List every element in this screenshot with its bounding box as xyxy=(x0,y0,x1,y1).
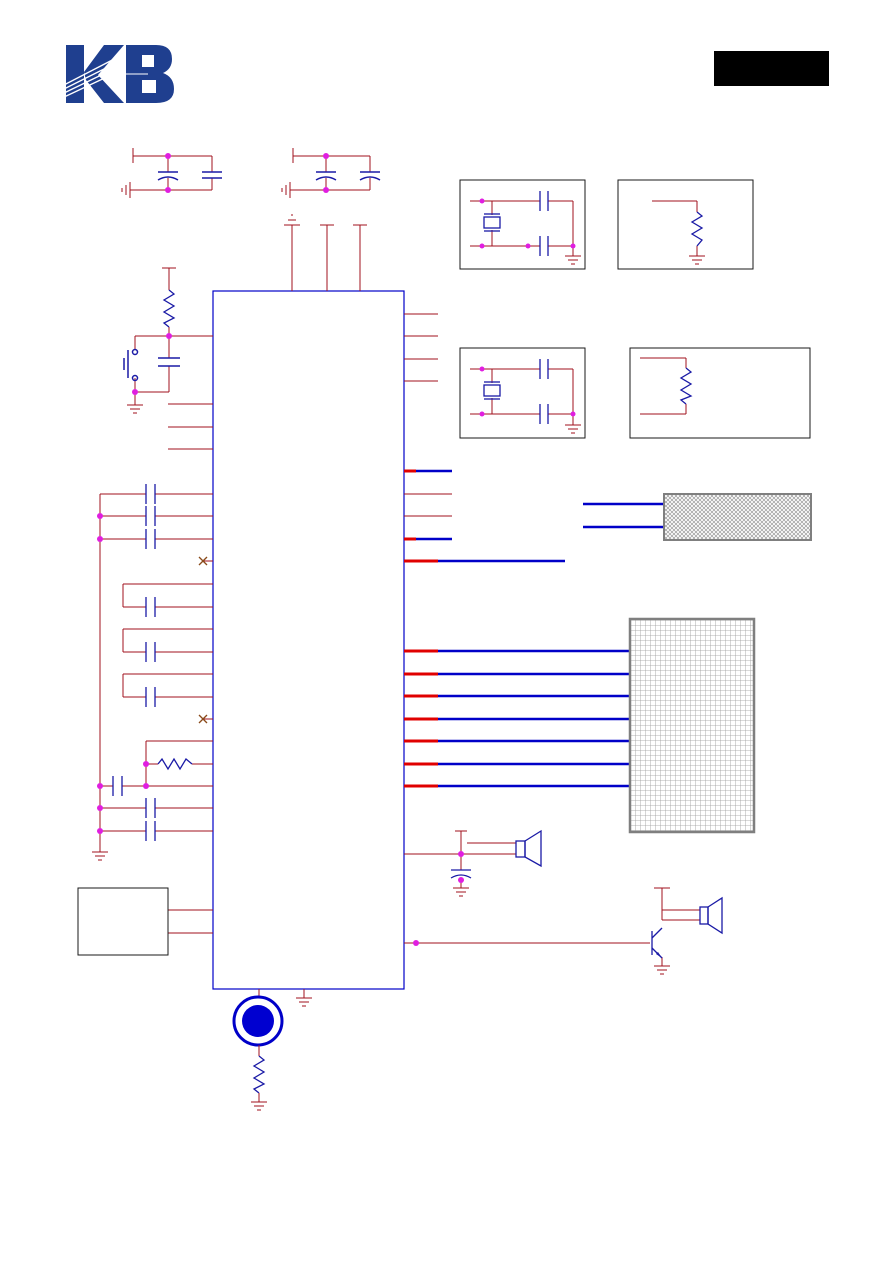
main-ic-outline xyxy=(212,290,405,990)
lcd-panel-small xyxy=(663,493,812,541)
right-upper-pins xyxy=(404,313,438,382)
buzzer-circuit xyxy=(404,829,542,897)
header-black-tag xyxy=(714,51,829,86)
left-pins xyxy=(92,403,213,934)
crystal-circuit-1 xyxy=(459,179,586,270)
speaker-driver xyxy=(404,887,723,975)
lcd-panel-large xyxy=(628,617,756,834)
crystal-circuit-2 xyxy=(459,347,586,439)
junction-dots xyxy=(97,153,576,946)
upper-bus xyxy=(404,469,664,563)
status-led xyxy=(232,989,312,1111)
resistor-network-2 xyxy=(629,347,811,439)
decoupling-caps-left xyxy=(121,148,213,198)
resistor-network-1 xyxy=(617,179,754,270)
sub-module xyxy=(77,887,169,956)
lower-bus xyxy=(404,649,630,788)
top-power-pins xyxy=(284,214,367,291)
no-connect-markers xyxy=(198,556,208,724)
left-capacitors xyxy=(112,484,193,841)
kb-logo xyxy=(61,45,174,103)
